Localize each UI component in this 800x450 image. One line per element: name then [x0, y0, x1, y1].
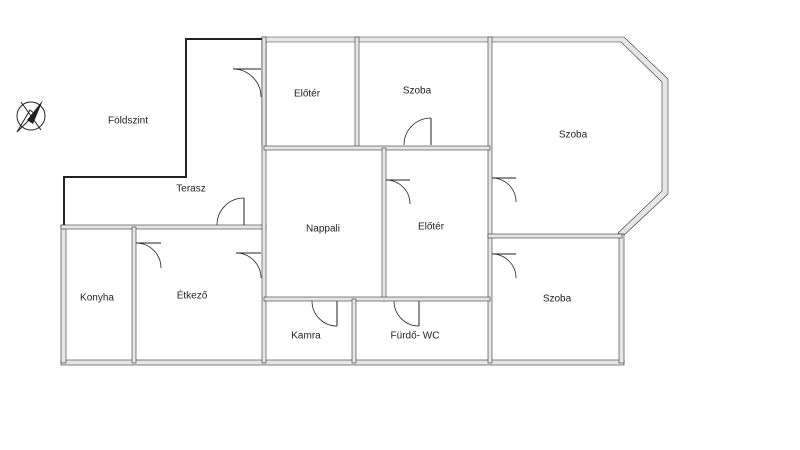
room-label-terasz: Terasz [176, 184, 205, 195]
room-label-etkezo: Étkező [177, 289, 208, 302]
doors [135, 68, 517, 327]
compass-icon [16, 100, 46, 133]
room-label-szoba-3: Szoba [543, 294, 572, 305]
room-label-furdo-wc: Fürdő- WC [391, 331, 440, 342]
room-label-szoba-2: Szoba [559, 130, 588, 141]
room-label-eloter-1: Előtér [294, 89, 321, 100]
room-label-szoba-1: Szoba [403, 86, 432, 97]
room-label-kamra: Kamra [291, 331, 321, 342]
outer-walls [60, 36, 669, 366]
room-label-eloter-2: Előtér [418, 222, 445, 233]
room-label-konyha: Konyha [80, 293, 114, 304]
level-label: Földszint [108, 116, 148, 127]
terrace-outline [63, 38, 262, 226]
room-label-nappali: Nappali [306, 224, 340, 235]
